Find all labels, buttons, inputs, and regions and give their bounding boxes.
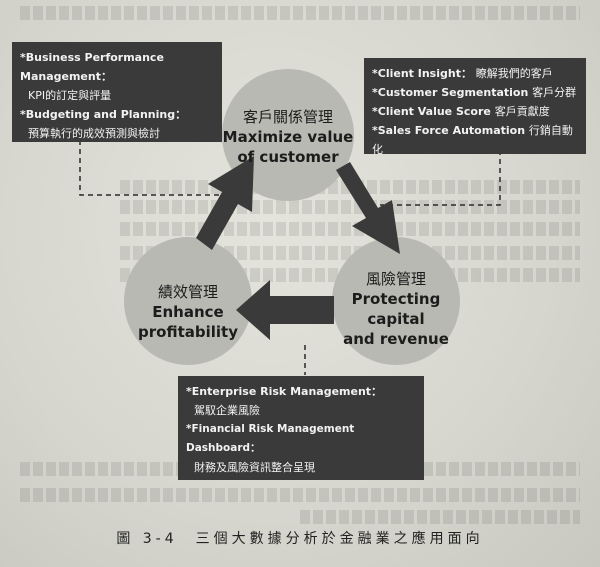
box-bottom-item-title: *Financial Risk Management Dashboard： xyxy=(186,423,355,454)
figure-caption: 圖 3-4 三個大數據分析於金融業之應用面向 xyxy=(116,531,484,547)
circle-risk xyxy=(332,237,460,365)
box-bottom-item-title: *Enterprise Risk Management： xyxy=(186,385,383,398)
box-right-item-desc: 瞭解我們的客戶 xyxy=(475,67,553,80)
risk-zh: 風險管理 xyxy=(365,270,426,288)
box-right-item-desc: 客戶貢獻度 xyxy=(494,105,550,118)
box-right-item-title: *Sales Force Automation xyxy=(372,124,526,137)
box-right-row: *Client Value Score 客戶貢獻度 xyxy=(372,102,578,121)
connector-left xyxy=(79,140,228,196)
performance-en-line1: Enhance xyxy=(152,303,224,321)
box-right-item-desc: 行銷自動化 xyxy=(372,124,573,156)
box-left-item-desc: 預算執行的成效預測與檢討 xyxy=(28,127,160,140)
arrow-performance-to-customer-icon xyxy=(196,156,254,250)
connector-right xyxy=(380,150,501,206)
box-bottom-item-desc: 駕馭企業風險 xyxy=(194,404,260,417)
box-right-row: *Client Insight： 瞭解我們的客戶 xyxy=(372,64,578,83)
box-bottom-item-desc: 財務及風險資訊整合呈現 xyxy=(194,461,315,474)
performance-zh: 績效管理 xyxy=(157,283,218,301)
box-left-item-desc: KPI的訂定與評量 xyxy=(28,89,112,102)
box-right-item-title: *Customer Segmentation xyxy=(372,86,529,99)
risk-en-line2: capital xyxy=(367,310,425,328)
box-right-row: *Sales Force Automation 行銷自動化 xyxy=(372,121,578,159)
customer-zh: 客戶關係管理 xyxy=(242,108,333,126)
box-performance-details: *Business Performance Management： KPI的訂定… xyxy=(12,42,222,142)
circle-customer-label: 客戶關係管理 Maximize value of customer xyxy=(218,106,358,167)
box-left-item-title: *Business Performance Management： xyxy=(20,51,164,83)
performance-en-line2: profitability xyxy=(138,323,238,341)
customer-en-line1: Maximize value xyxy=(222,128,354,146)
box-right-row: *Customer Segmentation 客戶分群 xyxy=(372,83,578,102)
box-customer-details: *Client Insight： 瞭解我們的客戶 *Customer Segme… xyxy=(364,58,586,156)
box-right-item-title: *Client Insight： xyxy=(372,67,472,80)
circle-risk-label: 風險管理 Protecting capital and revenue xyxy=(334,268,458,349)
risk-en-line1: Protecting xyxy=(351,290,441,308)
box-left-item-title: *Budgeting and Planning： xyxy=(20,108,187,121)
arrow-risk-to-performance-icon xyxy=(236,280,334,340)
box-right-item-desc: 客戶分群 xyxy=(532,86,577,99)
box-risk-details: *Enterprise Risk Management： 駕馭企業風險 *Fin… xyxy=(178,376,424,480)
box-right-item-title: *Client Value Score xyxy=(372,105,491,118)
circle-performance-label: 績效管理 Enhance profitability xyxy=(126,281,250,342)
customer-en-line2: of customer xyxy=(237,148,339,166)
circle-customer xyxy=(222,69,354,201)
circle-performance xyxy=(124,237,252,365)
arrow-customer-to-risk-icon xyxy=(336,162,400,254)
risk-en-line3: and revenue xyxy=(343,330,449,348)
